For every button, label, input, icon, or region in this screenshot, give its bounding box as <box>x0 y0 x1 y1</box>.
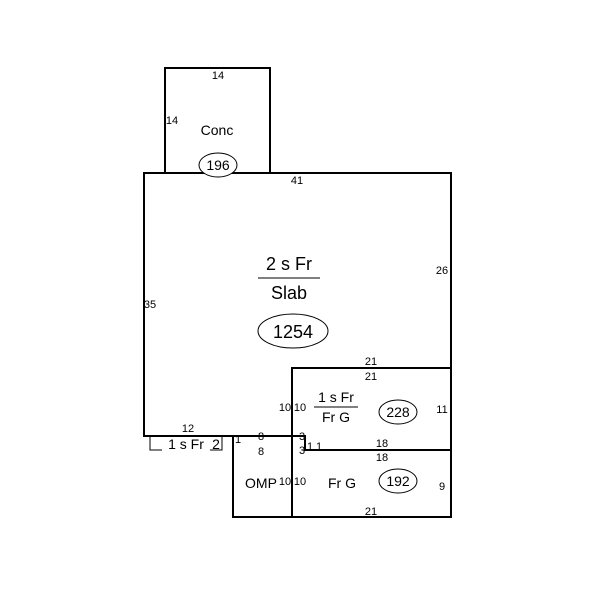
dim-lower-garage-left-b: 10 <box>294 476 306 488</box>
conc-label: Conc <box>201 122 234 138</box>
dim-conc-left: 14 <box>166 115 178 127</box>
main-area-value: 1254 <box>273 322 313 342</box>
dim-porch-top-a: 8 <box>258 431 264 443</box>
main-outline-left <box>143 172 234 437</box>
dim-notch-a: 3 <box>299 431 305 443</box>
dim-upper-garage-top-b: 21 <box>365 371 377 383</box>
dim-conc-top: 14 <box>212 70 224 82</box>
dim-strip-right: 1 <box>235 434 241 446</box>
conc-area-oval <box>198 152 238 178</box>
lower-garage-label: Fr G <box>328 475 356 491</box>
dim-lower-garage-left-a: 10 <box>279 476 291 488</box>
lower-garage-area-value: 192 <box>386 473 410 489</box>
upper-garage-label-top: 1 s Fr <box>318 389 354 405</box>
lower-garage-area-oval <box>378 468 418 494</box>
dim-notch-d: 1 <box>316 441 322 453</box>
dim-bottom: 21 <box>365 506 377 518</box>
porch-outline <box>232 435 293 518</box>
notch-wall <box>304 435 313 451</box>
dim-garage-divider-a: 18 <box>376 438 388 450</box>
dim-upper-garage-left-a: 10 <box>279 402 291 414</box>
dim-strip-top: 12 <box>182 423 194 435</box>
strip-width-label: 2 <box>212 436 220 452</box>
dimension-labels: 14 14 41 35 26 12 1 8 8 3 3 1 1 21 21 10… <box>144 70 448 518</box>
main-outline-right <box>143 172 452 518</box>
main-area-oval <box>257 313 329 349</box>
dim-garage-divider-b: 18 <box>376 452 388 464</box>
main-label-bottom: Slab <box>271 283 307 303</box>
dim-lower-garage-right: 9 <box>439 481 445 493</box>
dim-main-right: 26 <box>436 265 448 277</box>
dim-upper-garage-right: 11 <box>436 404 447 416</box>
strip-bracket-right <box>210 436 223 451</box>
strip-bracket-left <box>149 436 162 451</box>
upper-garage-area-value: 228 <box>386 404 410 420</box>
strip-label: 1 s Fr <box>168 436 204 452</box>
dim-upper-garage-left-b: 10 <box>294 402 306 414</box>
upper-garage-label-bottom: Fr G <box>322 409 350 425</box>
dim-notch-b: 3 <box>299 445 305 457</box>
dim-porch-top-b: 8 <box>258 446 264 458</box>
dim-notch-c: 1 <box>307 441 313 453</box>
dim-upper-garage-top-a: 21 <box>365 356 377 368</box>
porch-label: OMP <box>245 475 277 491</box>
dim-main-left: 35 <box>144 299 156 311</box>
upper-garage-area-oval <box>378 399 418 425</box>
dim-main-top: 41 <box>291 175 303 187</box>
conc-area-value: 196 <box>206 157 230 173</box>
main-label-top: 2 s Fr <box>266 254 312 274</box>
